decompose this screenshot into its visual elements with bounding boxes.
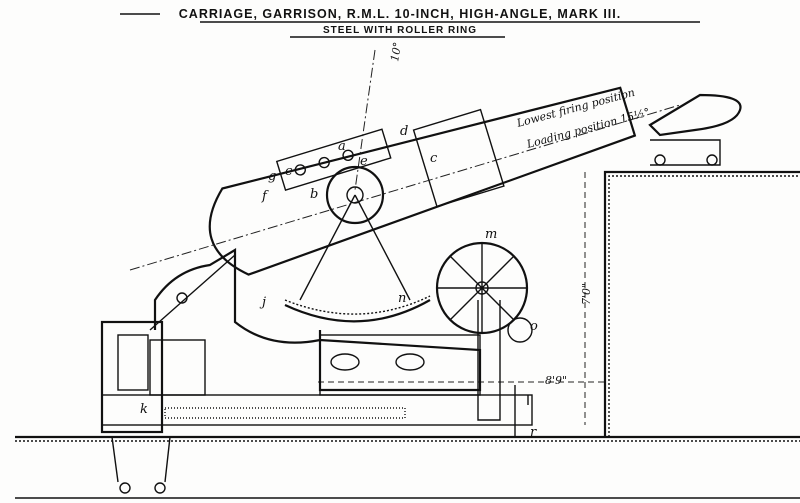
part-label-n: n [398, 291, 406, 306]
trunnion-hub [346, 186, 364, 204]
part-label-g: g [268, 169, 276, 184]
part-label-j: j [259, 295, 266, 310]
height-dim: 7'0" [580, 283, 593, 305]
subtitle: STEEL WITH ROLLER RING [323, 25, 477, 36]
trunnion-wheel [325, 165, 385, 225]
projectile [648, 93, 742, 137]
part-label-f: f [261, 189, 269, 204]
part-label-m: m [485, 227, 497, 242]
part-label-d: d [400, 124, 408, 139]
handwheel-spokes [437, 243, 527, 333]
part-label-r: r [530, 425, 537, 440]
small-wheel [507, 317, 533, 343]
parapet-hatch [608, 175, 800, 437]
part-label-e: e [360, 154, 368, 169]
part-label-k: k [140, 402, 148, 417]
front-buffer [100, 320, 164, 434]
rack [164, 407, 406, 419]
part-label-o: o [530, 319, 538, 334]
parapet [603, 170, 800, 437]
bore-axis [129, 104, 681, 271]
carriage-body [319, 334, 481, 396]
lightening-hole [330, 353, 360, 371]
gun-barrel [208, 86, 637, 276]
angle-label: 10° [388, 41, 404, 62]
part-label-a: a [338, 139, 346, 154]
roller [154, 482, 166, 494]
carriage-cheek [153, 248, 482, 392]
quadrant-arms [299, 194, 411, 301]
slide-frame [101, 394, 533, 426]
shot-tray [650, 139, 721, 166]
part-label-c2: c [430, 151, 438, 166]
part-label-b: b [310, 187, 318, 202]
buffer-block [149, 339, 206, 396]
lightening-hole [395, 353, 425, 371]
breech-ring [412, 108, 505, 208]
elevating-arc [284, 299, 431, 323]
width-dim: 8'9" [545, 374, 567, 387]
gun [208, 86, 637, 276]
title: CARRIAGE, GARRISON, R.M.L. 10-INCH, HIGH… [179, 7, 621, 21]
pivot-legs [111, 436, 171, 483]
stay [149, 254, 236, 331]
handwheel-column [477, 300, 501, 421]
rear-stop [514, 385, 529, 437]
part-label-c: c [285, 164, 293, 179]
roller [119, 482, 131, 494]
buffer-plate [117, 334, 149, 391]
